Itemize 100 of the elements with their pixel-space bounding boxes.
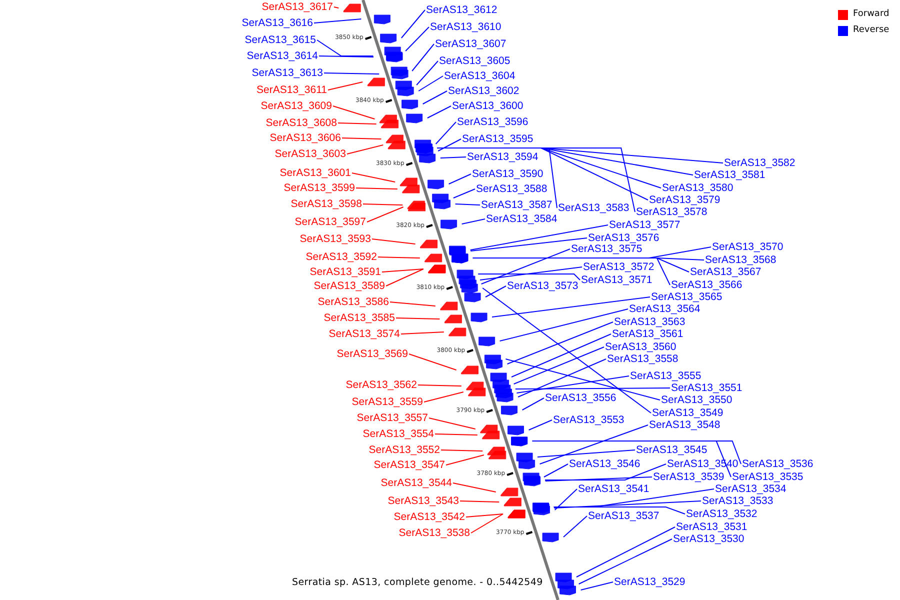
leader-line	[332, 106, 376, 120]
gene-label: SerAS13_3534	[715, 483, 786, 495]
gene-label: SerAS13_3605	[439, 55, 510, 67]
gene-label: SerAS13_3575	[571, 243, 642, 255]
leader-line	[435, 122, 456, 144]
leader-line	[492, 296, 650, 318]
gene-label: SerAS13_3600	[452, 100, 524, 112]
leader-line	[544, 464, 568, 478]
leader-line	[514, 388, 670, 390]
leader-line	[418, 76, 444, 92]
leader-line	[372, 238, 416, 244]
gene-label: SerAS13_3581	[694, 169, 766, 181]
gene-label: SerAS13_3584	[486, 213, 558, 225]
gene-label: SerAS13_3538	[398, 527, 470, 539]
gene-label: SerAS13_3560	[605, 341, 676, 353]
leader-line	[539, 424, 648, 464]
gene-label: SerAS13_3554	[362, 428, 434, 440]
gene-label: SerAS13_3531	[676, 521, 748, 533]
gene-label: SerAS13_3548	[649, 419, 720, 431]
gene-label: SerAS13_3590	[472, 168, 544, 180]
leader-line	[454, 204, 480, 206]
gene-label: SerAS13_3594	[467, 151, 538, 163]
leader-line	[382, 268, 424, 272]
gene-label: SerAS13_3557	[356, 412, 428, 424]
leader-line	[470, 238, 588, 252]
leader-line	[440, 156, 466, 158]
legend-label: Forward	[853, 9, 890, 19]
leader-line	[576, 526, 676, 578]
gene-label: SerAS13_3561	[612, 328, 684, 340]
leader-line	[554, 488, 578, 510]
gene-label: SerAS13_3533	[702, 495, 774, 507]
gene-label: SerAS13_3583	[558, 202, 630, 214]
leader-line	[452, 482, 496, 492]
gene-label: SerAS13_3547	[374, 459, 445, 471]
gene-label: SerAS13_3546	[569, 458, 640, 470]
gene-label: SerAS13_3569	[336, 348, 408, 360]
gene-label: SerAS13_3603	[274, 148, 346, 160]
gene-label: SerAS13_3617	[262, 1, 333, 13]
leader-line	[390, 302, 436, 306]
gene-label: SerAS13_3612	[426, 4, 498, 16]
gene-label: SerAS13_3591	[310, 266, 381, 278]
gene-label: SerAS13_3550	[661, 394, 732, 406]
leader-line	[334, 6, 340, 8]
leader-line	[554, 500, 702, 508]
leader-line	[416, 60, 438, 86]
gene-label: SerAS13_3543	[388, 495, 459, 507]
leader-line	[412, 44, 434, 72]
gene-label: SerAS13_3602	[448, 85, 520, 97]
leader-line	[499, 308, 628, 342]
leader-line	[513, 346, 604, 384]
gene-label: SerAS13_3558	[607, 353, 678, 365]
leader-line	[324, 72, 380, 74]
gene-label: SerAS13_3616	[242, 17, 313, 29]
gene-label: SerAS13_3535	[732, 471, 804, 483]
leader-line	[461, 218, 486, 224]
leader-line	[518, 358, 606, 398]
leader-line	[314, 18, 362, 24]
leader-line	[424, 392, 464, 402]
leader-line	[422, 90, 448, 104]
gene-label: SerAS13_3539	[653, 471, 724, 483]
gene-label: SerAS13_3595	[462, 133, 534, 145]
leader-line	[544, 464, 666, 480]
leader-line	[446, 454, 484, 466]
leader-line	[516, 376, 630, 394]
leader-line	[506, 322, 614, 364]
gene-label: SerAS13_3598	[290, 198, 362, 210]
gene-label: SerAS13_3578	[636, 206, 708, 218]
caption: Serratia sp. AS13, complete genome. - 0..5442549	[292, 577, 543, 588]
leader-line	[537, 450, 636, 458]
leader-line	[532, 440, 732, 478]
gene-label: SerAS13_3564	[629, 303, 700, 315]
gene-label: SerAS13_3562	[346, 379, 417, 391]
leader-line	[563, 516, 588, 538]
gene-label: SerAS13_3549	[652, 407, 724, 419]
gene-label: SerAS13_3572	[583, 261, 654, 273]
leader-line	[580, 582, 614, 590]
leader-line	[440, 450, 484, 452]
leader-line	[470, 514, 504, 534]
leader-line	[386, 268, 424, 286]
gene-label: SerAS13_3555	[630, 370, 702, 382]
gene-label: SerAS13_3587	[481, 199, 552, 211]
leader-line	[346, 144, 384, 154]
leader-line	[352, 172, 396, 182]
leader-line	[460, 500, 500, 502]
gene-label: SerAS13_3580	[662, 182, 734, 194]
gene-label: SerAS13_3553	[553, 414, 624, 426]
gene-label: SerAS13_3556	[545, 392, 616, 404]
gene-label: SerAS13_3551	[671, 382, 742, 394]
leader-line	[378, 256, 420, 258]
leader-line	[448, 174, 472, 184]
gene-label: SerAS13_3565	[651, 291, 722, 303]
leader-line	[452, 188, 476, 198]
leader-line	[318, 56, 374, 58]
gene-label: SerAS13_3613	[252, 67, 323, 79]
leader-line	[342, 138, 382, 140]
gene-label: SerAS13_3577	[609, 219, 680, 231]
leader-line	[511, 334, 612, 378]
leader-line	[426, 106, 452, 118]
gene-label: SerAS13_3601	[280, 167, 351, 179]
gene-label: SerAS13_3576	[588, 232, 660, 244]
